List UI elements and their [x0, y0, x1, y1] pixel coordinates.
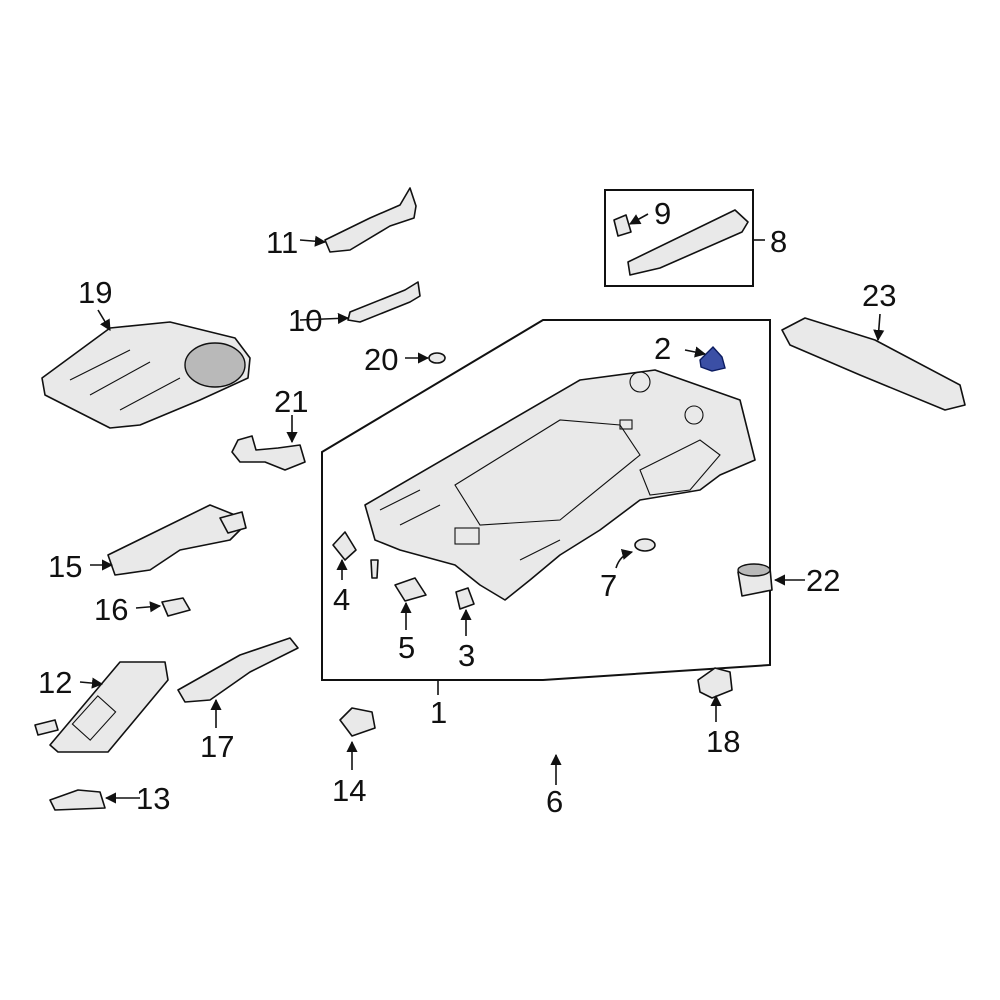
grommet-part-20[interactable] — [428, 352, 446, 364]
lamp-part-14[interactable] — [339, 707, 376, 737]
grab-handle-part-10[interactable] — [347, 281, 421, 323]
callout-20: 20 — [364, 342, 398, 377]
callout-8: 8 — [770, 224, 787, 259]
bracket-part-17[interactable] — [177, 637, 299, 703]
headliner-part[interactable] — [364, 369, 756, 601]
callout-19: 19 — [78, 275, 112, 310]
callout-23: 23 — [862, 278, 896, 313]
callout-3: 3 — [458, 638, 475, 673]
callout-16: 16 — [94, 592, 128, 627]
harness-part-15[interactable] — [107, 504, 246, 576]
callout-6: 6 — [546, 784, 563, 819]
headliner-assembly-box — [321, 319, 771, 681]
callout-13: 13 — [136, 781, 170, 816]
callout-12: 12 — [38, 665, 72, 700]
callout-14: 14 — [332, 773, 366, 808]
clip-part-9[interactable] — [613, 214, 632, 237]
clip-part-3[interactable] — [455, 587, 475, 610]
rail-part-8[interactable] — [627, 209, 749, 276]
callout-5: 5 — [398, 630, 415, 665]
pad-part-5[interactable] — [394, 577, 427, 602]
callout-18: 18 — [706, 724, 740, 759]
callout-7: 7 — [600, 568, 617, 603]
callout-1: 1 — [430, 695, 447, 730]
callout-9: 9 — [654, 196, 671, 231]
part-8-box — [604, 189, 754, 287]
callout-4: 4 — [333, 582, 350, 617]
callout-2: 2 — [654, 331, 671, 366]
bracket-part-13[interactable] — [49, 789, 106, 811]
callout-10: 10 — [288, 303, 322, 338]
callout-21: 21 — [274, 384, 308, 419]
leader-lines — [79, 213, 885, 804]
trim-rail-part-23[interactable] — [781, 317, 966, 411]
callout-labels: 1 2 3 4 5 6 7 8 9 10 11 12 13 14 15 16 1… — [38, 196, 896, 819]
grommet-part-7[interactable] — [634, 538, 656, 552]
sun-visor-part-12[interactable] — [49, 661, 169, 753]
callout-17: 17 — [200, 729, 234, 764]
clip-part-16[interactable] — [161, 597, 191, 617]
overhead-console-part-19[interactable] — [41, 321, 251, 429]
lamp-part-18[interactable] — [697, 667, 733, 699]
clip-part-2[interactable] — [699, 345, 726, 372]
screw-part[interactable] — [370, 559, 379, 579]
bracket-part-11[interactable] — [324, 187, 417, 253]
bracket-part-4[interactable] — [332, 531, 357, 561]
callout-15: 15 — [48, 549, 82, 584]
connector-part-21[interactable] — [231, 435, 306, 471]
callout-11: 11 — [266, 225, 298, 260]
callout-22: 22 — [806, 563, 840, 598]
speaker-part-22[interactable] — [737, 563, 773, 597]
